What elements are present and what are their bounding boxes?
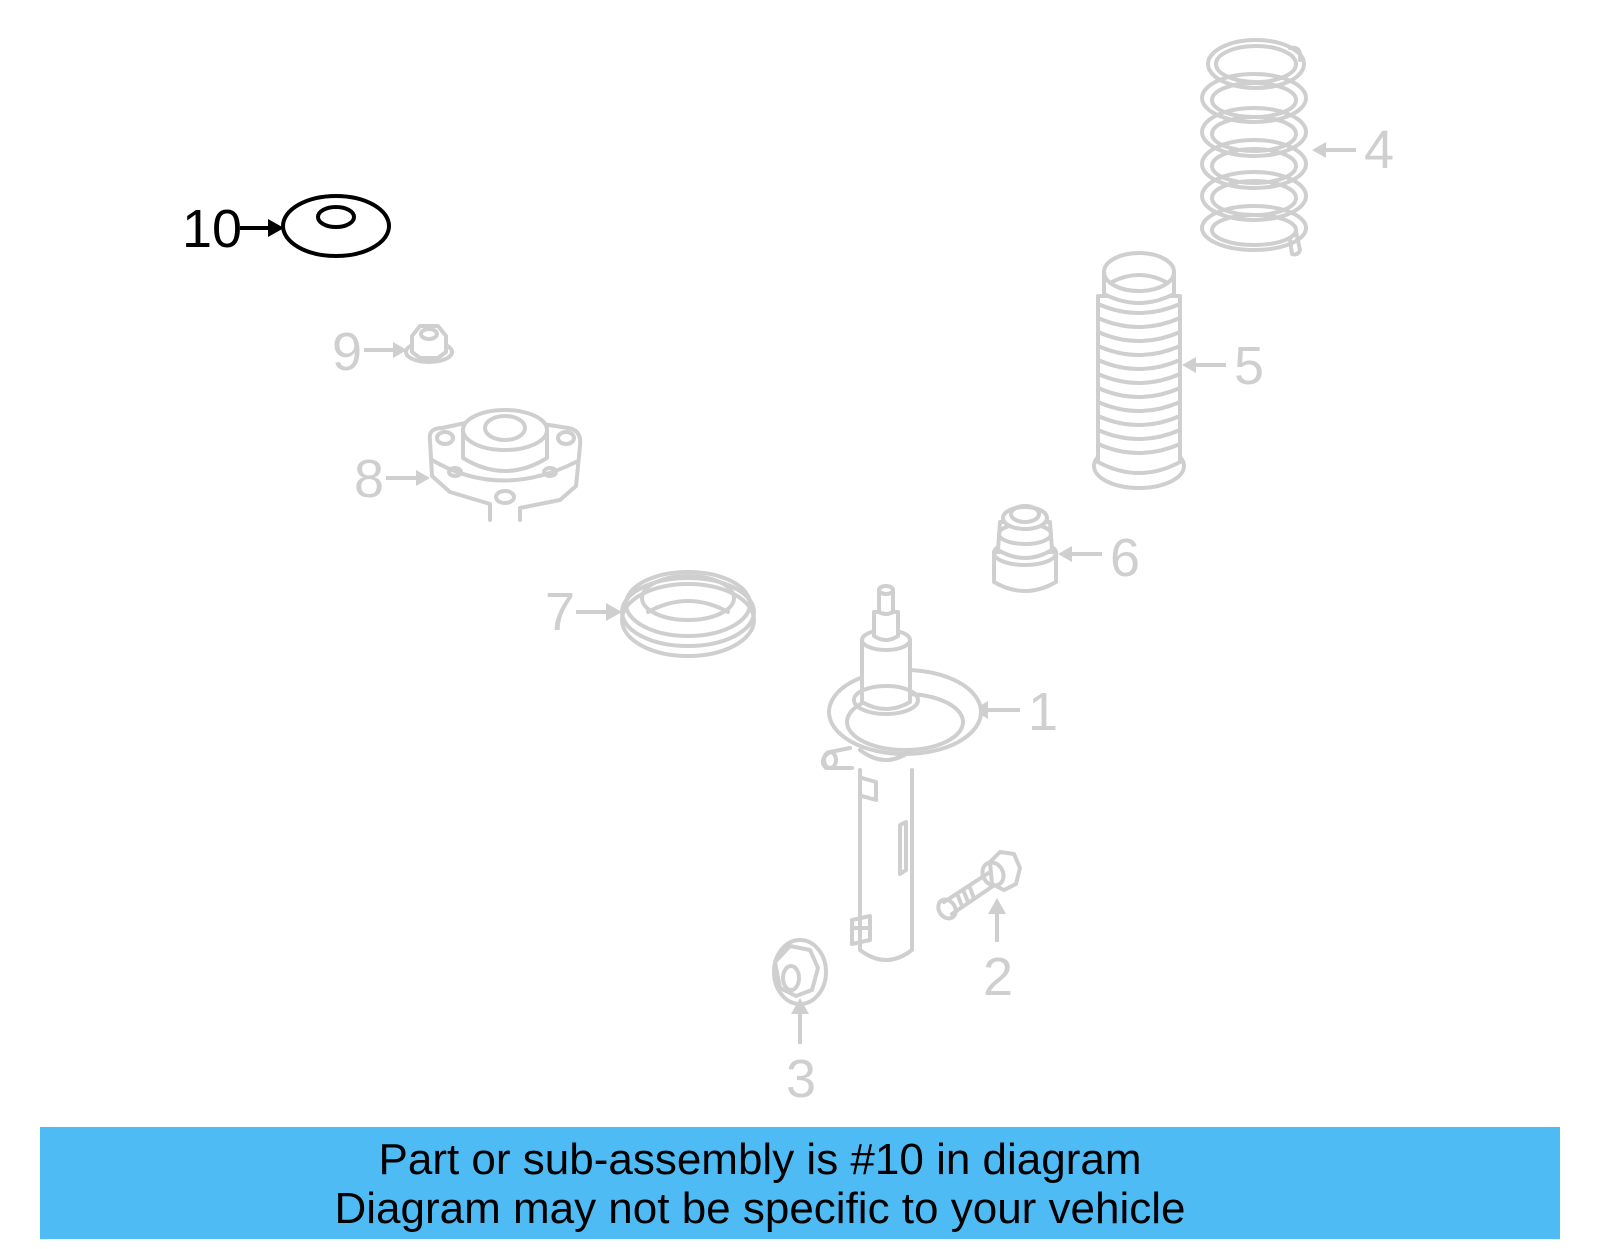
callout-label-8: 8 bbox=[354, 449, 384, 509]
arrow-head-icon bbox=[416, 470, 430, 486]
arrow-head-icon bbox=[1058, 546, 1072, 562]
callout-9-flange-nut[interactable]: 9 bbox=[332, 322, 454, 382]
banner-part-reference: Part or sub-assembly is #10 in diagram bbox=[378, 1135, 1142, 1184]
spring-coils bbox=[1200, 38, 1308, 257]
callout-2-bolt[interactable]: 2 bbox=[935, 850, 1022, 1007]
arrow-head-icon bbox=[606, 603, 622, 621]
callout-label-7: 7 bbox=[545, 582, 575, 642]
callout-1-strut-assembly[interactable]: 1 bbox=[820, 584, 1058, 962]
callout-label-6: 6 bbox=[1110, 528, 1140, 588]
callout-label-9: 9 bbox=[332, 322, 362, 382]
callout-label-1: 1 bbox=[1028, 682, 1058, 742]
callout-label-4: 4 bbox=[1364, 120, 1394, 180]
arrow-head-icon bbox=[1312, 142, 1326, 158]
callout-label-5: 5 bbox=[1234, 336, 1264, 396]
washer-hole bbox=[316, 205, 356, 229]
callout-label-10: 10 bbox=[182, 199, 242, 259]
callout-4-coil-spring[interactable]: 4 bbox=[1200, 38, 1394, 257]
callout-6-bump-stop[interactable]: 6 bbox=[992, 504, 1140, 593]
info-banner: Part or sub-assembly is #10 in diagram D… bbox=[40, 1127, 1560, 1239]
arrow-head-icon bbox=[1182, 357, 1196, 373]
arrow-head-icon bbox=[393, 342, 407, 358]
parts-diagram: 10 9 8 7 bbox=[182, 38, 1394, 1109]
callout-label-3: 3 bbox=[786, 1049, 816, 1109]
banner-disclaimer: Diagram may not be specific to your vehi… bbox=[334, 1184, 1186, 1233]
washer-outer bbox=[281, 194, 391, 258]
callout-label-2: 2 bbox=[983, 947, 1013, 1007]
callout-10-washer[interactable]: 10 bbox=[182, 194, 391, 259]
arrow-head-icon bbox=[268, 219, 284, 237]
callout-5-dust-boot[interactable]: 5 bbox=[1092, 251, 1264, 490]
callout-3-nut[interactable]: 3 bbox=[772, 938, 828, 1109]
arrow-head-icon bbox=[988, 898, 1006, 914]
callout-7-strut-bearing[interactable]: 7 bbox=[545, 570, 756, 658]
callout-8-strut-mount[interactable]: 8 bbox=[354, 408, 583, 522]
